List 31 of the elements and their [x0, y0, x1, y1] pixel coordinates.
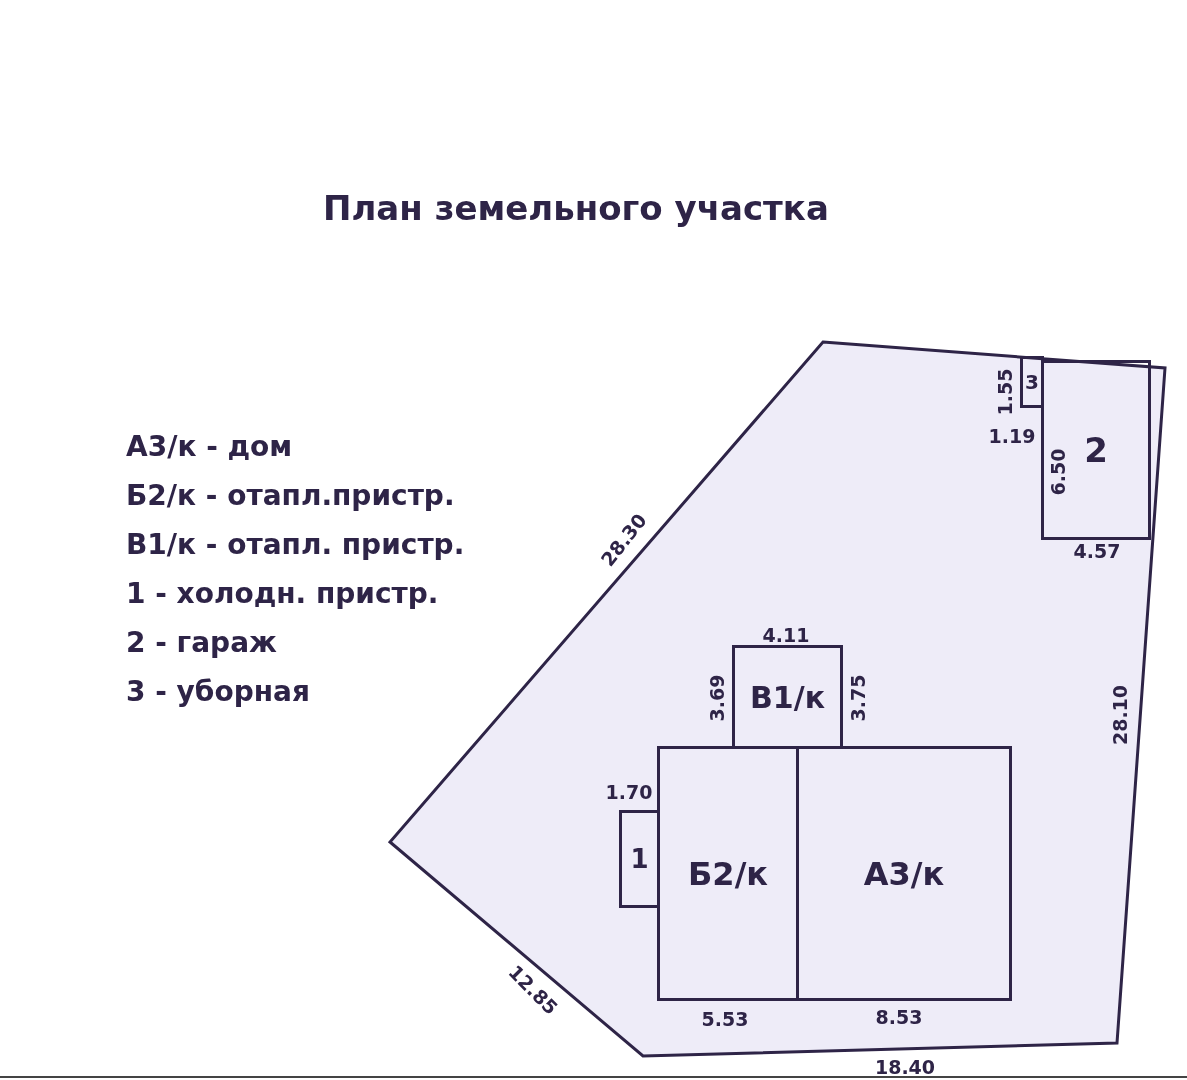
dimension-label: 6.50 — [1048, 448, 1068, 496]
room-label: 2 — [1084, 430, 1108, 470]
room-label: 3 — [1025, 370, 1039, 394]
dimension-label: 18.40 — [874, 1057, 936, 1077]
dimension-label: 8.53 — [875, 1007, 923, 1027]
title: План земельного участка — [323, 188, 829, 228]
dimension-label: 1.70 — [605, 782, 653, 802]
dimension-label: 4.57 — [1073, 541, 1121, 561]
legend-text: А3/к - дом — [126, 430, 293, 463]
extension-room — [657, 746, 799, 1001]
dimension-label: 1.55 — [995, 368, 1015, 416]
dimension-label: 3.69 — [707, 674, 727, 722]
dimension-label: 3.75 — [848, 674, 868, 722]
legend-text: В1/к - отапл. пристр. — [126, 528, 465, 561]
legend-text: 3 - уборная — [126, 675, 310, 708]
legend-text: Б2/к - отапл.пристр. — [126, 479, 455, 512]
cold-extension-room — [619, 810, 660, 908]
dimension-label: 4.11 — [762, 625, 810, 645]
house-room — [796, 746, 1012, 1001]
room-label: В1/к — [749, 679, 826, 715]
dimension-label: 1.19 — [988, 426, 1036, 446]
room-label: Б2/к — [687, 854, 769, 893]
garage-room — [1041, 360, 1151, 540]
dimension-label: 28.10 — [1110, 684, 1130, 746]
extension-room — [732, 645, 843, 749]
legend-text: 2 - гараж — [126, 626, 277, 659]
room-label: 1 — [630, 844, 649, 874]
legend-text: 1 - холодн. пристр. — [126, 577, 439, 610]
room-label: А3/к — [863, 854, 945, 893]
dimension-label: 5.53 — [701, 1009, 749, 1029]
toilet-room — [1020, 356, 1044, 408]
